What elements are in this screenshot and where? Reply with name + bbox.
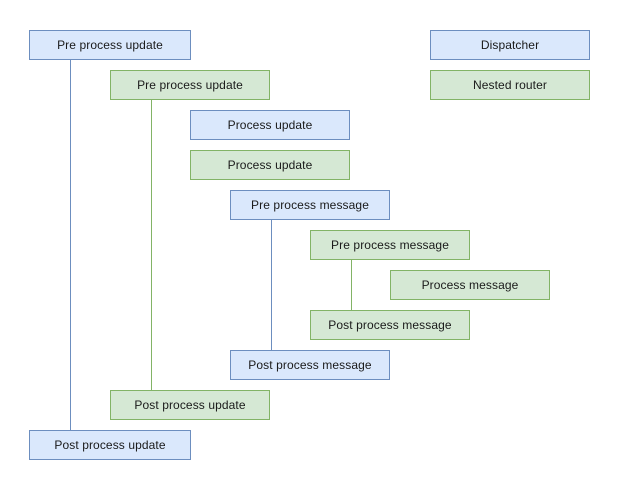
- node-pre-process-update-dispatcher[interactable]: Pre process update: [29, 30, 191, 60]
- node-process-update-nested-router[interactable]: Process update: [190, 150, 350, 180]
- legend-item-nested-router[interactable]: Nested router: [430, 70, 590, 100]
- node-process-message-nested-router[interactable]: Process message: [390, 270, 550, 300]
- edge-connector: [271, 220, 272, 350]
- edge-connector: [70, 60, 71, 430]
- node-pre-process-message-nested-router[interactable]: Pre process message: [310, 230, 470, 260]
- node-post-process-update-dispatcher[interactable]: Post process update: [29, 430, 191, 460]
- edge-connector: [351, 260, 352, 310]
- node-post-process-message-nested-router[interactable]: Post process message: [310, 310, 470, 340]
- node-post-process-update-nested-router[interactable]: Post process update: [110, 390, 270, 420]
- node-pre-process-message-dispatcher[interactable]: Pre process message: [230, 190, 390, 220]
- edge-connector: [151, 100, 152, 390]
- node-process-update-dispatcher[interactable]: Process update: [190, 110, 350, 140]
- node-post-process-message-dispatcher[interactable]: Post process message: [230, 350, 390, 380]
- node-pre-process-update-nested-router[interactable]: Pre process update: [110, 70, 270, 100]
- legend-item-dispatcher[interactable]: Dispatcher: [430, 30, 590, 60]
